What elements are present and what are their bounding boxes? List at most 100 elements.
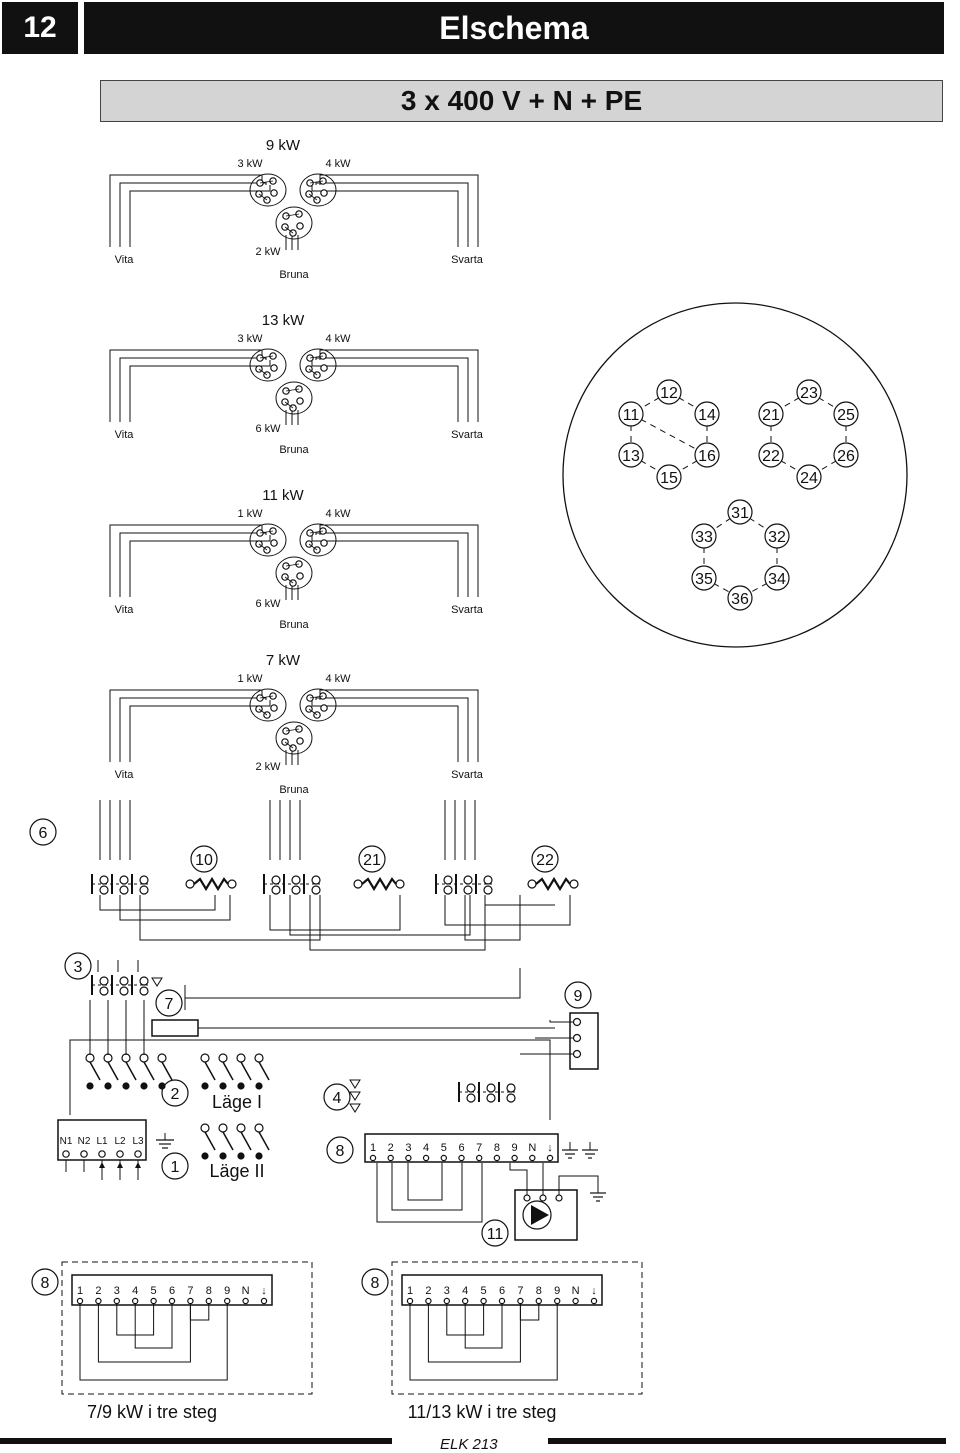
terminal-1: 1 (77, 1285, 83, 1297)
terminal-8: 8 (206, 1285, 212, 1297)
label-6: 6 (39, 825, 48, 842)
terminal-5: 5 (151, 1285, 157, 1297)
ground-symbol (562, 1142, 578, 1159)
contactor-terminal (458, 1082, 516, 1103)
mains-terminal-L3: L3 (132, 1136, 144, 1147)
label-21: 21 (363, 852, 381, 869)
right-step-label: 4 kW (325, 508, 351, 520)
page-title: Elschema (84, 2, 944, 54)
bottom-step-label: 6 kW (255, 423, 281, 435)
wire-color-white: Vita (115, 769, 135, 781)
caption-left: 7/9 kW i tre steg (87, 1402, 217, 1422)
terminal-21: 21 (762, 407, 780, 424)
terminal-3: 3 (405, 1142, 411, 1154)
label-2: 2 (171, 1086, 180, 1103)
switch-cluster (249, 348, 287, 382)
label-4: 4 (333, 1090, 342, 1107)
terminal-33: 33 (695, 529, 713, 546)
left-step-label: 3 kW (237, 158, 263, 170)
page-number: 12 (2, 2, 78, 54)
mains-terminal-L2: L2 (114, 1136, 126, 1147)
switch-cluster (275, 721, 313, 755)
indicator-symbol (349, 1079, 361, 1089)
mains-terminal-N1: N1 (60, 1136, 73, 1147)
contactor-22 (435, 874, 493, 895)
terminal-4: 4 (423, 1142, 429, 1154)
label-7: 7 (165, 996, 174, 1013)
terminal-8: 8 (494, 1142, 500, 1154)
terminal-35: 35 (695, 571, 713, 588)
terminal-pe: ↓ (591, 1285, 597, 1297)
component-7 (151, 1019, 199, 1037)
contactor-10 (91, 874, 149, 895)
terminal-15: 15 (660, 470, 678, 487)
terminal-12: 12 (660, 385, 678, 402)
terminal-2: 2 (95, 1285, 101, 1297)
total-power-label: 7 kW (266, 652, 301, 669)
switch-cluster (249, 523, 287, 557)
mode-switch-1 (200, 1053, 270, 1090)
right-step-label: 4 kW (325, 333, 351, 345)
bottom-step-label: 6 kW (255, 598, 281, 610)
terminal-34: 34 (768, 571, 786, 588)
wire-color-white: Vita (115, 254, 135, 266)
switch-cluster (249, 688, 287, 722)
terminal-6: 6 (169, 1285, 175, 1297)
terminal-6: 6 (499, 1285, 505, 1297)
right-step-label: 4 kW (325, 673, 351, 685)
terminal-N: N (528, 1142, 536, 1154)
terminal-7: 7 (187, 1285, 193, 1297)
terminal-24: 24 (800, 470, 818, 487)
label-22: 22 (536, 852, 554, 869)
wire-color-black: Svarta (451, 254, 484, 266)
switch-cluster (299, 348, 337, 382)
terminal-N: N (572, 1285, 580, 1297)
heater-10 (185, 876, 237, 892)
mode-label-1: Läge I (212, 1092, 262, 1112)
terminal-36: 36 (731, 591, 749, 608)
switch-cluster (275, 556, 313, 590)
ground-symbol (582, 1142, 598, 1159)
mains-terminal-L1: L1 (96, 1136, 108, 1147)
switch-cluster (299, 688, 337, 722)
wire-color-brown: Bruna (279, 269, 309, 281)
terminal-26: 26 (837, 448, 855, 465)
wire-color-brown: Bruna (279, 619, 309, 631)
label-9: 9 (574, 988, 583, 1005)
terminal-13: 13 (622, 448, 640, 465)
terminal-9: 9 (554, 1285, 560, 1297)
mode-label-2: Läge II (209, 1161, 264, 1181)
left-step-label: 1 kW (237, 508, 263, 520)
terminal-8: 8 (536, 1285, 542, 1297)
terminal-4: 4 (132, 1285, 138, 1297)
switch-cluster (299, 523, 337, 557)
terminal-31: 31 (731, 505, 749, 522)
terminal-7: 7 (476, 1142, 482, 1154)
terminal-22: 22 (762, 448, 780, 465)
label-11: 11 (487, 1226, 504, 1243)
terminal-1: 1 (407, 1285, 413, 1297)
footer-rule-left (0, 1438, 392, 1444)
switch-cluster (275, 206, 313, 240)
terminal-5: 5 (441, 1142, 447, 1154)
wire-color-black: Svarta (451, 769, 484, 781)
terminal-16: 16 (698, 448, 716, 465)
terminal-32: 32 (768, 529, 786, 546)
label-8: 8 (371, 1275, 380, 1292)
switch-cluster (275, 381, 313, 415)
terminal-N: N (242, 1285, 250, 1297)
circulation-pump (514, 1189, 578, 1241)
terminal-pe: ↓ (261, 1285, 267, 1297)
bottom-step-label: 2 kW (255, 761, 281, 773)
terminal-3: 3 (114, 1285, 120, 1297)
terminal-6: 6 (458, 1142, 464, 1154)
left-step-label: 3 kW (237, 333, 263, 345)
